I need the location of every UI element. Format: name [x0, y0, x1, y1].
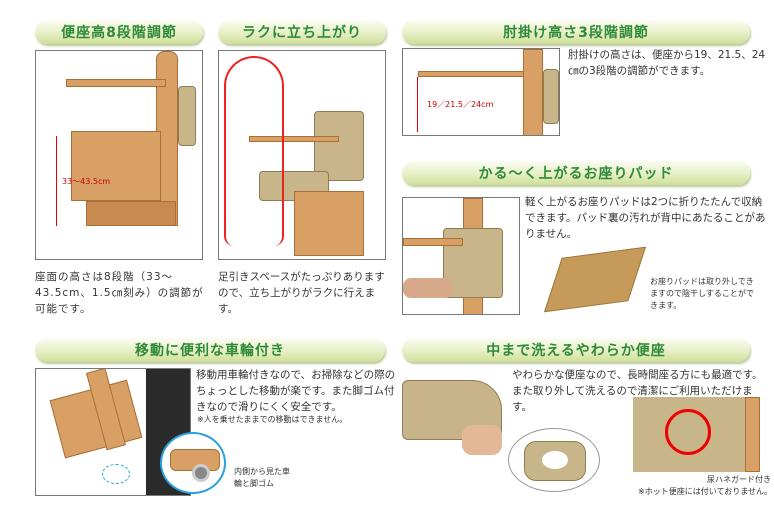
- easy-standing-description: 足引きスペースがたっぷりありますので、立ち上がりがラクに行えます。: [218, 271, 385, 315]
- casters-caption: 内側から見た車輪と脚ゴム: [234, 467, 290, 488]
- casters-image: [35, 368, 191, 496]
- armrest-height-label: 19／21.5／24cm: [427, 100, 494, 109]
- casters-note: ※人を乗せたままでの移動はできません。: [197, 415, 348, 424]
- splash-guard-image: [633, 397, 760, 472]
- seat-height-label: 33～43.5cm: [62, 177, 111, 186]
- section-heading-seat-pad: かる～く上がるお座りパッド: [402, 161, 750, 185]
- seat-removed-image: [508, 428, 600, 492]
- washable-seat-note: ※ホット便座には付いておりません。: [638, 487, 772, 496]
- section-heading-washable-seat: 中まで洗えるやわらか便座: [402, 338, 750, 362]
- casters-description: 移動用車輪付きなので、お掃除などの際のちょっとした移動が楽です。また脚ゴム付きな…: [196, 369, 396, 413]
- section-heading-casters: 移動に便利な車輪付き: [35, 338, 385, 362]
- seat-pad-image: [402, 197, 520, 315]
- section-heading-easy-standing: ラクに立ち上がり: [218, 20, 386, 44]
- seat-pad-caption: お座りパッドは取り外しできますので陰干しすることができます。: [650, 277, 754, 310]
- section-heading-armrest-height: 肘掛け高さ3段階調節: [402, 20, 750, 44]
- easy-standing-image: [218, 50, 386, 260]
- seat-height-image: 33～43.5cm: [35, 50, 203, 260]
- seat-height-description: 座面の高さは8段階（33～43.5cm、1.5㎝刻み）の調節が可能です。: [35, 271, 204, 315]
- seat-pad-description: 軽く上がるお座りパッドは2つに折りたたんで収納できます。パッド裏の汚れが背中にあ…: [525, 196, 766, 240]
- section-heading-seat-height: 便座高8段階調節: [35, 20, 203, 44]
- caster-closeup-image: [160, 432, 226, 494]
- splash-guard-caption: 尿ハネガード付き: [707, 475, 771, 484]
- folded-pad-image: [543, 246, 647, 313]
- washable-seat-image: [402, 370, 506, 462]
- armrest-height-image: 19／21.5／24cm: [402, 48, 560, 136]
- armrest-height-description: 肘掛けの高さは、便座から19、21.5、24㎝の3段階の調節ができます。: [568, 49, 766, 77]
- washable-seat-description: やわらかな便座なので、長時間座る方にも最適です。また取り外して洗えるので清潔にご…: [512, 369, 763, 413]
